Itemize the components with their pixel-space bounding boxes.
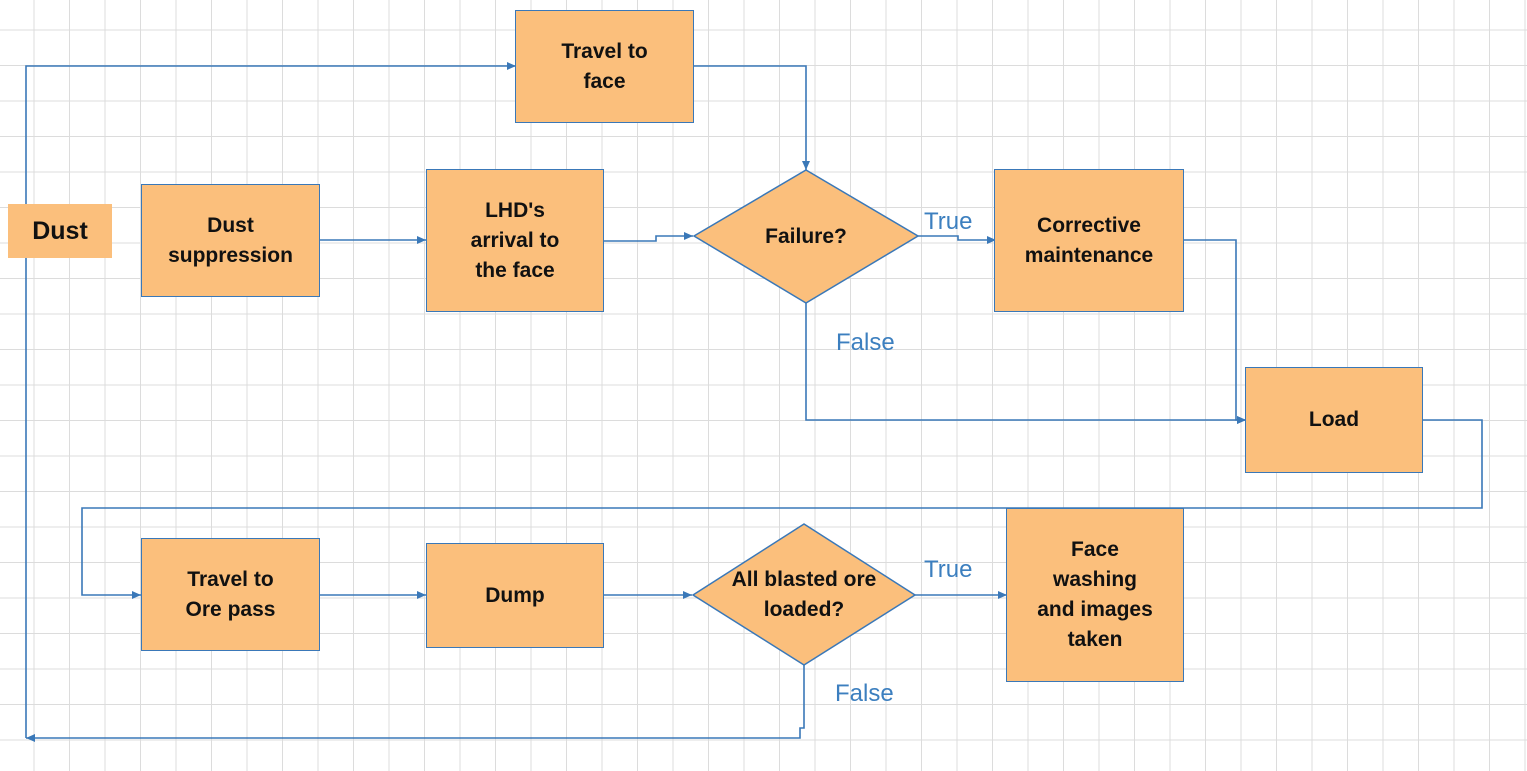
connector-lhd-arrival-to-failure [604, 232, 693, 242]
edge-label-failure-false: False [836, 329, 895, 356]
failure-decision-diamond [692, 169, 920, 304]
connector-failure-true-to-corrective [918, 235, 996, 244]
dust-tag-label: Dust [32, 216, 88, 245]
connector-failure-false-to-load [805, 303, 1246, 424]
edge-label-failure-true: True [924, 208, 973, 235]
node-corrective-maintenance-label: Corrective maintenance [1024, 213, 1154, 267]
connector-corrective-to-load [1183, 239, 1246, 424]
connector-load-to-travel-to-ore-pass [81, 419, 1483, 599]
node-travel-to-ore-pass-label: Travel to Ore pass [185, 567, 276, 621]
node-lhd-arrival-label: LHD's arrival to the face [470, 198, 560, 282]
connector-travel-to-face-to-failure [694, 65, 810, 170]
node-dump[interactable]: Dump [426, 543, 604, 648]
connector-return-to-travel-to-face [25, 62, 516, 738]
node-dust-suppression[interactable]: Dust suppression [141, 184, 320, 297]
node-corrective-maintenance[interactable]: Corrective maintenance [994, 169, 1184, 312]
node-failure-decision[interactable]: Failure? [694, 170, 918, 303]
node-dump-label: Dump [485, 583, 545, 607]
node-face-washing[interactable]: Face washing and images taken [1006, 508, 1184, 682]
node-travel-to-ore-pass[interactable]: Travel to Ore pass [141, 538, 320, 651]
node-all-loaded-decision[interactable]: All blasted ore loaded? [693, 524, 915, 665]
edge-label-loaded-false: False [835, 680, 894, 707]
node-failure-decision-label: Failure? [765, 224, 847, 248]
node-face-washing-label: Face washing and images taken [1037, 538, 1153, 651]
node-load-label: Load [1308, 408, 1360, 431]
dust-tag: Dust [8, 204, 112, 258]
node-travel-to-face-label: Travel to face [561, 39, 648, 93]
node-lhd-arrival[interactable]: LHD's arrival to the face [426, 169, 604, 312]
all-loaded-decision-diamond [691, 523, 917, 666]
edge-label-loaded-true: True [924, 556, 973, 583]
node-all-loaded-decision-label: All blasted ore loaded? [731, 567, 877, 621]
node-load[interactable]: Load [1245, 367, 1423, 473]
connector-all-loaded-false-return [26, 665, 805, 742]
node-dust-suppression-label: Dust suppression [168, 213, 293, 267]
node-travel-to-face[interactable]: Travel to face [515, 10, 694, 123]
